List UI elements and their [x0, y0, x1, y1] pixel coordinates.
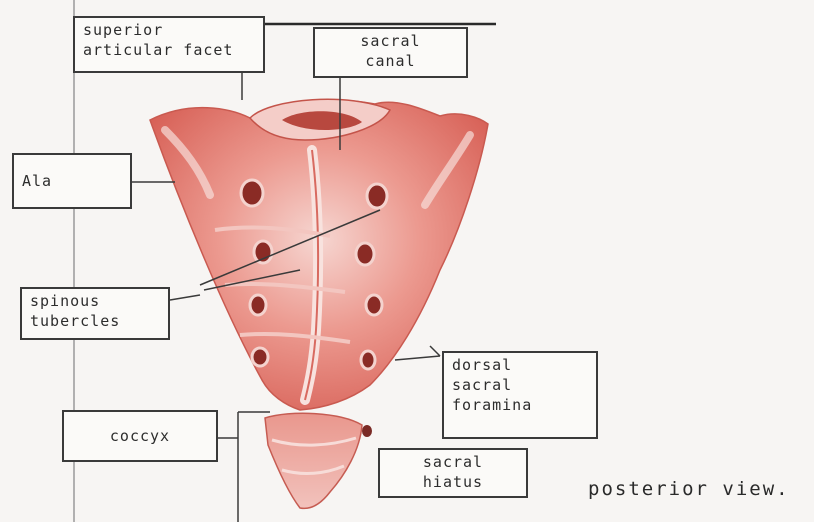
- label-coccyx: coccyx: [62, 410, 218, 462]
- label-sacral-hiatus: sacral hiatus: [378, 448, 528, 498]
- label-dorsal-sacral-foramina: dorsal sacral foramina: [442, 351, 598, 439]
- coccyx-bone: [265, 413, 372, 508]
- label-spinous-tubercles: spinous tubercles: [20, 287, 170, 340]
- label-sacral-canal: sacral canal: [313, 27, 468, 78]
- label-ala: Ala: [12, 153, 132, 209]
- view-caption: posterior view.: [588, 478, 790, 500]
- label-superior-articular-facet: superior articular facet: [73, 16, 265, 73]
- sacrum-bone: [150, 99, 488, 410]
